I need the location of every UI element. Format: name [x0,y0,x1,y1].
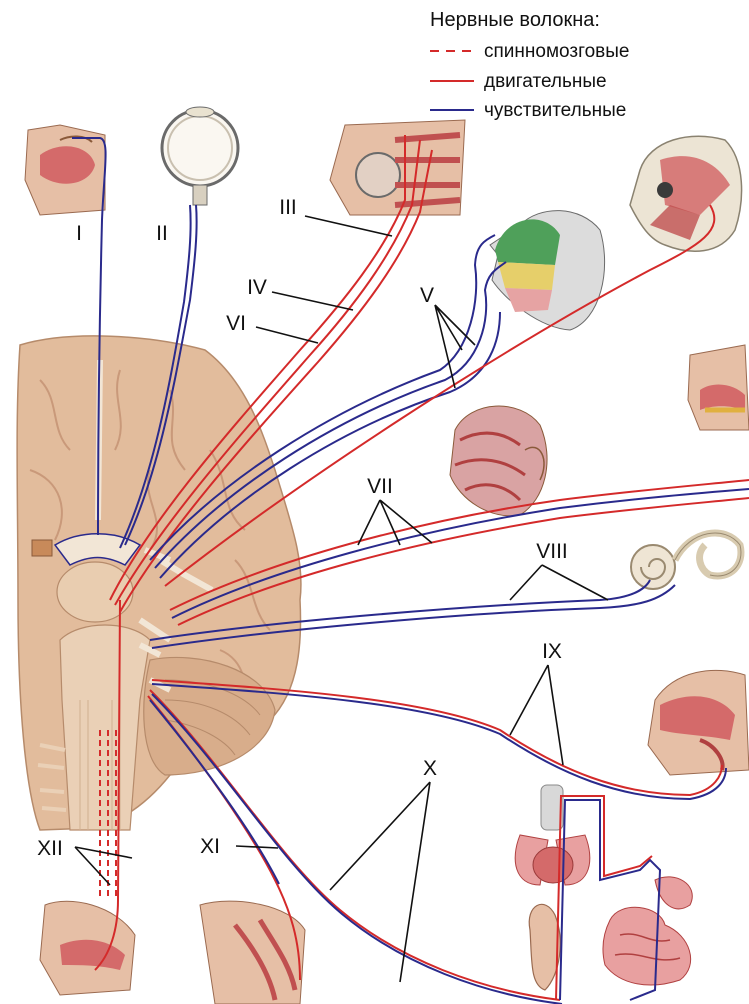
oral-pharynx-illustration [648,670,749,775]
label-XII: XII [37,837,63,860]
abdominal-organs-illustration [603,877,692,985]
legend-label-sensory: чувствительные [484,100,626,121]
legend-title: Нервные волокна: [430,9,600,31]
label-IX: IX [542,640,562,663]
skull-jaw-illustration [630,136,742,251]
face-sensory-illustration [490,211,605,330]
tongue-throat-illustration [40,901,135,995]
ear-illustration [529,904,560,990]
inner-ear-illustration [631,533,741,589]
label-VIII: VIII [536,540,568,563]
label-X: X [423,757,437,780]
facial-muscles-illustration [450,406,547,516]
legend-label-spinal: спинномозговые [484,41,629,62]
label-V: V [420,284,434,307]
brain-illustration [17,336,301,830]
label-VII: VII [367,475,393,498]
label-I: I [76,222,82,245]
label-VI: VI [226,312,246,335]
legend-label-motor: двигательные [484,71,607,92]
label-XI: XI [200,835,220,858]
legend: Нервные волокна: спинномозговые двигател… [430,9,629,121]
tongue-mouth-illustration [688,345,749,430]
orbit-muscles-illustration [330,120,465,215]
label-IV: IV [247,276,267,299]
eye-illustration [162,107,238,205]
label-II: II [156,222,168,245]
label-III: III [279,196,297,219]
